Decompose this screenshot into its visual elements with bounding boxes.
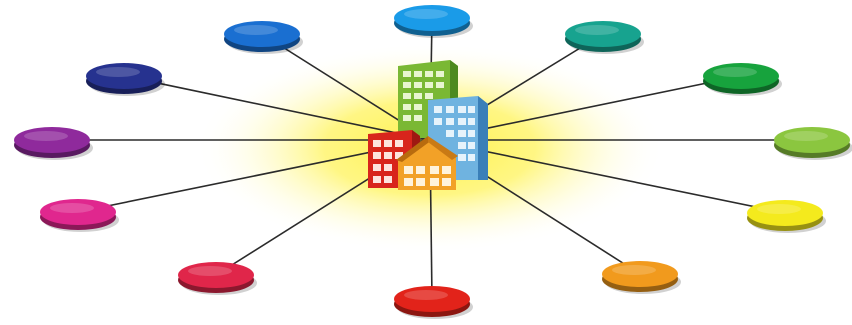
connector-line-lower-right	[429, 139, 786, 214]
node-disc-left-2	[14, 127, 93, 160]
city-buildings-icon	[368, 60, 488, 190]
spoke-nodes	[14, 5, 852, 319]
node-disc-top-left	[224, 21, 303, 54]
node-disc-upper-right	[565, 21, 644, 54]
node-disc-bottom	[394, 286, 473, 319]
node-disc-right-1	[703, 63, 782, 96]
node-disc-top	[394, 5, 473, 38]
orange-house-icon	[396, 136, 458, 190]
node-disc-lower-right	[747, 200, 826, 233]
node-disc-bottom-left	[178, 262, 257, 295]
node-disc-right-2	[774, 127, 852, 160]
connector-line-upper-left	[123, 75, 431, 141]
node-disc-upper-left	[86, 63, 165, 96]
node-disc-bottom-right	[602, 261, 681, 294]
node-disc-left-1	[40, 199, 119, 232]
